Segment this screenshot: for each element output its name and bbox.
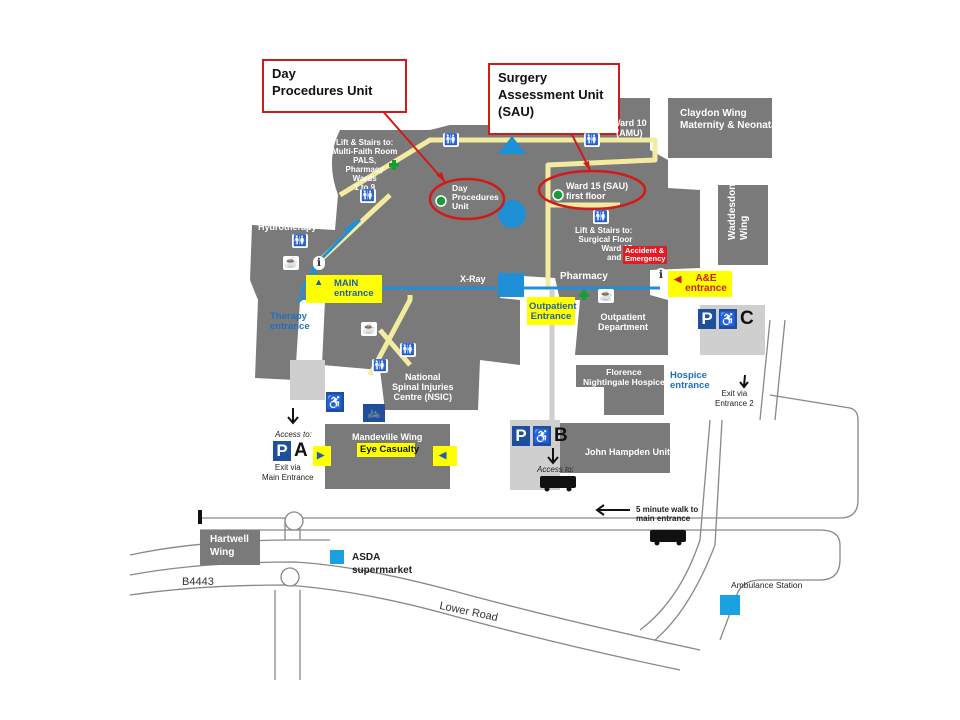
exit-main-entrance-label: Exit via Main Entrance [262,463,314,482]
walk-note: 5 minute walk to main entrance [636,505,699,523]
roundabouts [280,511,304,587]
exit-entrance-2-label: Exit via Entrance 2 [715,389,754,408]
label-xray: X-Ray [460,274,486,284]
triangle-left-icon: ◀ [439,450,447,461]
pharmacy-cross-icons [389,160,589,300]
ae-entrance-box: ◀ A&E entrance [668,271,732,297]
car-park-a-letter: A [294,440,308,461]
cafe-icon: ☕ [598,289,614,303]
lift-circle-icon [498,200,526,228]
eye-casualty-right-marker: ◀ [433,446,457,466]
road-b4443: B4443 [182,576,214,588]
triangle-left-icon: ◀ [674,274,682,285]
label-outpatient-department: Outpatient Department [598,312,649,332]
label-waddesdon-wing: Waddesdon Wing [727,183,750,240]
label-hartwell-wing: Hartwell Wing [210,534,249,558]
parking-p-icon: P [273,441,291,461]
parking-p-icon: P [698,309,716,329]
label-pharmacy: Pharmacy [560,271,608,282]
ambulance-square-icon [720,595,740,615]
info-icon: ℹ [655,268,667,282]
asda-square-icon [330,550,344,564]
car-park-b-sign: P ♿ B [512,426,568,446]
toilets-icon: 🚻 [292,234,308,248]
roads [129,319,859,680]
toilets-icon: 🚻 [400,343,416,357]
toilets-icon: 🚻 [584,133,600,147]
eye-casualty-box: Eye Casualty [357,443,419,457]
bus-icons [540,476,686,546]
car-park-c-letter: C [740,308,754,329]
accident-emergency-badge: Accident & Emergency [623,246,668,264]
disabled-parking-near-a: ♿ [326,392,344,412]
callout-surgery-assessment-unit: Surgery Assessment Unit (SAU) [488,63,620,135]
label-nsic: National Spinal Injuries Centre (NSIC) [392,372,454,402]
toilets-icon: 🚻 [372,359,388,373]
car-park-a-sign: P A [273,441,308,461]
toilets-icon: 🚻 [443,133,459,147]
label-claydon-wing: Claydon Wing Maternity & Neonatal [680,108,780,131]
parking-p-icon: P [512,426,530,446]
toilets-icon: 🚻 [593,210,609,224]
cafe-icon: ☕ [283,256,299,270]
bicycle-icon: 🚲 [363,404,385,422]
access-to-b-label: Access to: [537,465,574,474]
label-ambulance-station: Ambulance Station [731,580,803,590]
bicycle-parking-sign: 🚲 [363,404,385,422]
cafe-icon: ☕ [361,322,377,336]
label-dpu-marker: Day Procedures Unit [452,183,499,211]
label-mandeville-wing: Mandeville Wing [352,432,423,442]
ward15-dot-icon [552,189,564,201]
arrows [287,374,749,516]
therapy-entrance-label: Therapy entrance [270,311,310,332]
toilets-icon: 🚻 [360,189,376,203]
dpu-highlight [428,177,506,221]
entrance-triangle-icon [498,136,526,154]
disabled-parking-icon: ♿ [719,309,737,329]
label-lift-multifaith: Lift & Stairs to: Multi-Faith Room PALS,… [332,138,398,192]
main-entrance-box: ▲ MAIN entrance [306,275,382,303]
label-ward-15: Ward 15 (SAU) first floor [566,181,629,201]
sau-highlight [537,169,647,211]
callout-day-procedures-unit: Day Procedures Unit [262,59,407,113]
outpatient-entrance-label: Outpatient Entrance [529,301,577,322]
label-asda: ASDA supermarket [352,552,413,576]
triangle-up-icon: ▲ [314,277,324,288]
access-to-a-label: Access to: [275,430,312,439]
label-hydrotherapy: Hydrotherapy [258,222,317,232]
xray-square-icon [498,273,524,297]
hospice-entrance-label: Hospice entrance [670,370,710,391]
disabled-parking-icon: ♿ [326,392,344,412]
ae-entrance-label: A&E entrance [685,273,727,294]
label-john-hampden: John Hampden Unit [585,447,670,457]
label-florence-nightingale: Florence Nightingale Hospice [583,367,665,387]
eye-casualty-left-marker: ▶ [313,446,331,466]
triangle-right-icon: ▶ [317,450,325,461]
label-ward-10: Ward 10 (AMU) [612,118,647,138]
main-entrance-label: MAIN entrance [334,278,374,299]
dpu-dot-icon [435,195,447,207]
eye-casualty-label: Eye Casualty [360,444,420,455]
outpatient-entrance-box: Outpatient Entrance [527,297,577,325]
disabled-parking-icon: ♿ [533,426,551,446]
info-icon: ℹ [313,256,325,270]
car-park-b-letter: B [554,425,568,446]
car-park-c-sign: P ♿ C [698,309,754,329]
